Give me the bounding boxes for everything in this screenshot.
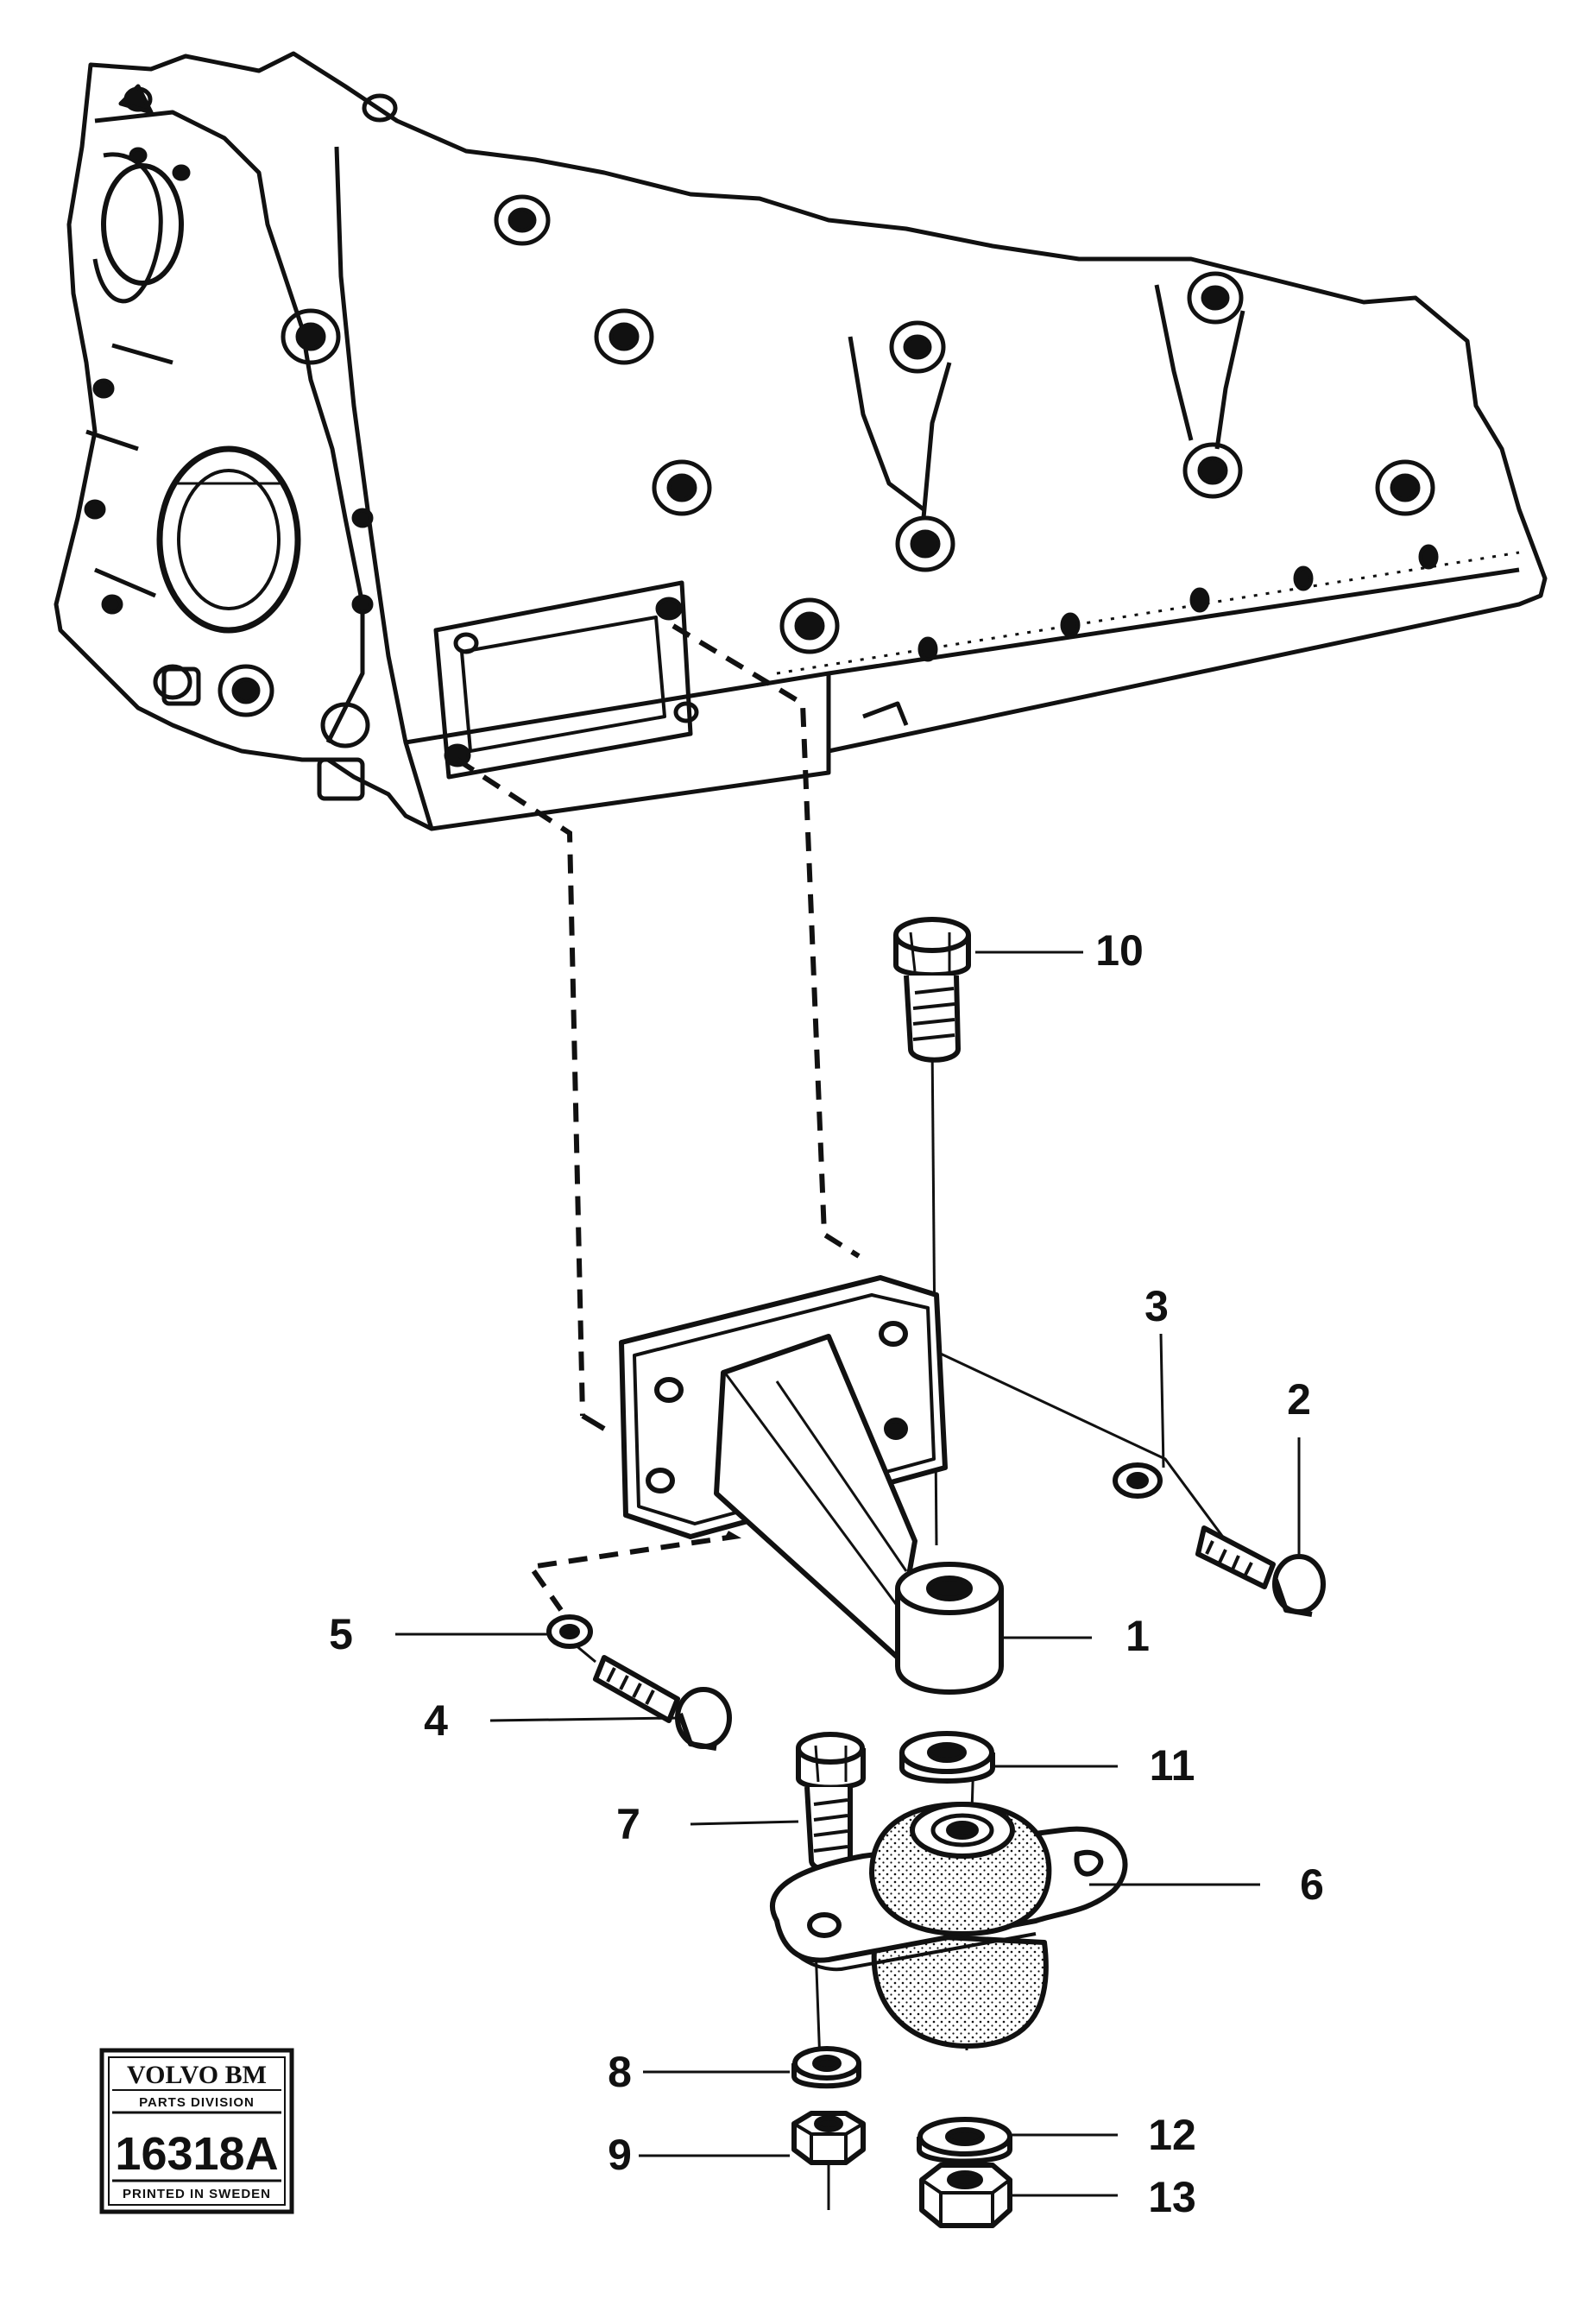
callout-1: 1 bbox=[1126, 1612, 1150, 1660]
callout-6: 6 bbox=[1300, 1860, 1324, 1909]
stamp-division: PARTS DIVISION bbox=[139, 2095, 255, 2110]
callout-3: 3 bbox=[1144, 1282, 1169, 1330]
callout-9: 9 bbox=[608, 2131, 632, 2179]
callout-4: 4 bbox=[424, 1696, 448, 1745]
part-13-nut bbox=[919, 2163, 1012, 2228]
stamp-footer: PRINTED IN SWEDEN bbox=[123, 2187, 271, 2201]
callout-labels: 10 3 2 1 5 4 11 7 6 8 12 9 13 bbox=[329, 926, 1324, 2221]
part-4-bolt bbox=[593, 1655, 732, 1751]
part-9-nut bbox=[791, 2111, 866, 2165]
part-2-bolt bbox=[1195, 1525, 1326, 1617]
callout-7: 7 bbox=[616, 1800, 640, 1848]
callout-12: 12 bbox=[1148, 2111, 1196, 2159]
part-12-washer bbox=[917, 2117, 1012, 2164]
callout-11: 11 bbox=[1150, 1741, 1195, 1790]
part-7-bolt bbox=[796, 1732, 866, 1873]
callout-2: 2 bbox=[1287, 1375, 1311, 1424]
part-6-rubber-mount bbox=[769, 1802, 1128, 2049]
stamp-number: 16318A bbox=[115, 2128, 278, 2180]
callout-leaders bbox=[395, 950, 1301, 2197]
part-5-washer bbox=[546, 1614, 593, 1649]
part-8-washer bbox=[791, 2046, 861, 2089]
part-11-washer bbox=[899, 1731, 995, 1784]
part-10-bolt bbox=[893, 917, 971, 1063]
callout-8: 8 bbox=[608, 2048, 632, 2096]
volvo-bm-stamp: VOLVO BM PARTS DIVISION 16318A PRINTED I… bbox=[99, 2048, 294, 2214]
engine-block bbox=[54, 51, 1548, 831]
part-1-bracket bbox=[619, 1275, 1004, 1695]
callout-13: 13 bbox=[1148, 2173, 1196, 2221]
callout-10: 10 bbox=[1095, 926, 1144, 975]
stamp-brand: VOLVO BM bbox=[127, 2061, 267, 2089]
callout-5: 5 bbox=[329, 1610, 353, 1658]
part-3-washer bbox=[1113, 1462, 1163, 1499]
